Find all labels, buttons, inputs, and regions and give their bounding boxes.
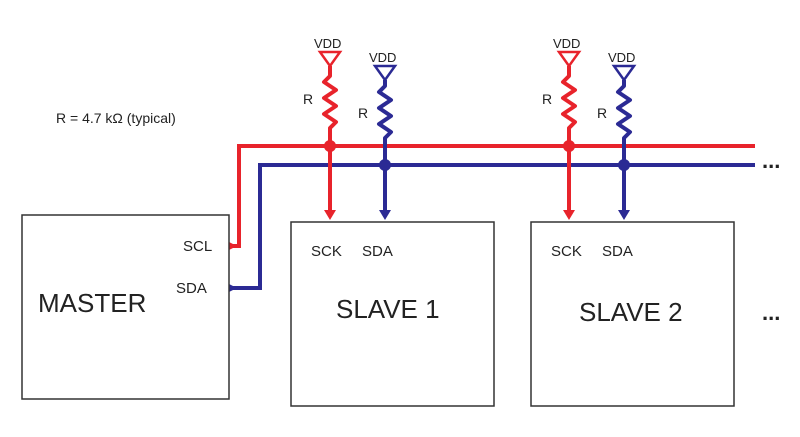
pullup-scl-1	[317, 50, 343, 220]
master-device: MASTER SCL SDA	[21, 214, 230, 400]
slave-2-title: SLAVE 2	[579, 297, 683, 327]
vdd-label: VDD	[608, 50, 635, 65]
slave-1-title: SLAVE 1	[336, 294, 440, 324]
slave-2-device: SCK SDA SLAVE 2	[530, 221, 735, 407]
down-arrow	[618, 210, 630, 220]
junction-dot	[563, 140, 575, 152]
resistor-zigzag	[616, 80, 632, 165]
master-box	[21, 214, 230, 400]
pullup-scl-2	[556, 50, 582, 220]
resistor-label: R	[597, 105, 607, 121]
slave-1-sck-label: SCK	[311, 243, 342, 260]
master-scl-label: SCL	[183, 238, 212, 255]
junction-dot	[324, 140, 336, 152]
master-sda-label: SDA	[176, 280, 207, 297]
slave-2-box	[530, 221, 735, 407]
master-sda-arrow	[229, 284, 237, 292]
vdd-triangle-icon	[317, 50, 343, 69]
down-arrow	[379, 210, 391, 220]
master-scl-arrow	[229, 242, 237, 250]
vdd-label: VDD	[369, 50, 396, 65]
junction-dot	[379, 159, 391, 171]
resistor-zigzag	[377, 80, 393, 165]
master-title: MASTER	[38, 288, 146, 318]
resistor-label: R	[358, 105, 368, 121]
slave-1-box	[290, 221, 495, 407]
vdd-label: VDD	[314, 36, 341, 51]
bus-continuation-dots: ...	[762, 148, 780, 173]
pullup-sda-2	[611, 64, 637, 220]
vdd-triangle-icon	[372, 64, 398, 83]
resistor-label: R	[303, 91, 313, 107]
slave-1-device: SCK SDA SLAVE 1	[290, 221, 495, 407]
vdd-triangle-icon	[611, 64, 637, 83]
resistor-zigzag	[322, 66, 338, 146]
sda-bus-line	[229, 163, 755, 290]
resistor-label: R	[542, 91, 552, 107]
junction-dot	[618, 159, 630, 171]
pullup-sda-1	[372, 64, 398, 220]
vdd-triangle-icon	[556, 50, 582, 69]
slave-1-sda-label: SDA	[362, 243, 393, 260]
device-continuation-dots: ...	[762, 300, 780, 325]
vdd-label: VDD	[553, 36, 580, 51]
down-arrow	[563, 210, 575, 220]
resistor-zigzag	[561, 66, 577, 146]
slave-2-sda-label: SDA	[602, 243, 633, 260]
resistor-value-note: R = 4.7 kΩ (typical)	[56, 110, 176, 126]
slave-2-sck-label: SCK	[551, 243, 582, 260]
down-arrow	[324, 210, 336, 220]
